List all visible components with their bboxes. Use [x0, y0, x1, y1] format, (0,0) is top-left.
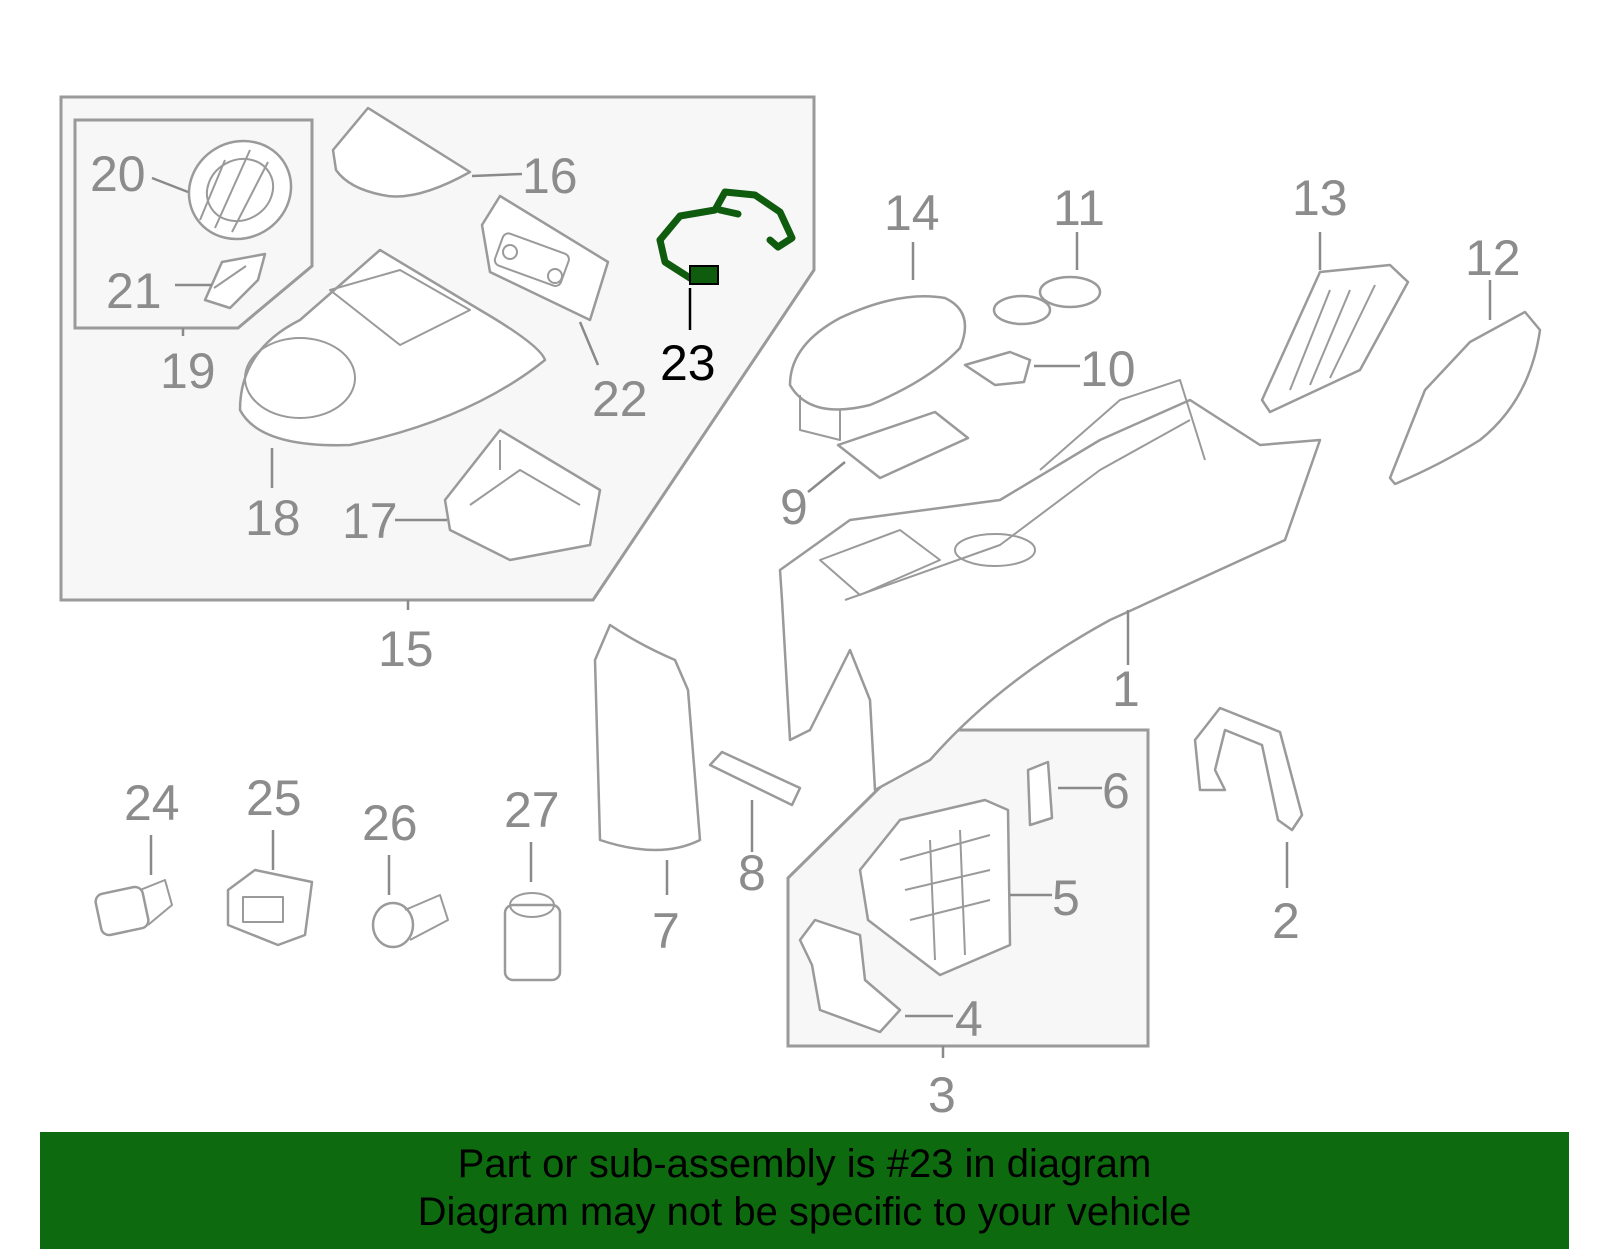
part-22-panel[interactable] — [480, 194, 610, 322]
part-6-clip[interactable] — [1026, 760, 1054, 827]
callout-7: 7 — [652, 903, 680, 959]
callout-5: 5 — [1052, 870, 1080, 926]
part-11-rings[interactable] — [992, 275, 1102, 326]
callout-24: 24 — [124, 775, 180, 831]
callout-15: 15 — [378, 621, 434, 677]
info-banner: Part or sub-assembly is #23 in diagram D… — [40, 1132, 1569, 1249]
callout-8: 8 — [738, 845, 766, 901]
callout-6: 6 — [1102, 763, 1130, 819]
callout-26: 26 — [362, 795, 418, 851]
part-20-bezel[interactable] — [171, 122, 309, 257]
callout-16: 16 — [522, 148, 578, 204]
part-1-console[interactable] — [778, 379, 1322, 792]
callout-14: 14 — [884, 185, 940, 241]
part-16-cover[interactable] — [331, 106, 472, 198]
callout-20: 20 — [90, 146, 146, 202]
part-4-bracket[interactable] — [798, 918, 902, 1034]
part-7-side-trim[interactable] — [593, 623, 702, 852]
part-27-switch[interactable] — [503, 892, 562, 982]
part-23-wiring-harness[interactable] — [656, 188, 796, 285]
callout-25: 25 — [246, 770, 302, 826]
callout-4: 4 — [955, 991, 983, 1047]
callout-11: 11 — [1053, 180, 1105, 236]
banner-line-1: Part or sub-assembly is #23 in diagram — [457, 1142, 1152, 1186]
callout-13: 13 — [1292, 170, 1348, 226]
callout-23: 23 — [660, 335, 716, 391]
callout-21: 21 — [106, 263, 162, 319]
callout-9: 9 — [780, 479, 808, 535]
callout-27: 27 — [504, 782, 560, 838]
part-25-switch[interactable] — [226, 868, 314, 947]
part-2-bracket[interactable] — [1193, 706, 1304, 832]
callout-19: 19 — [160, 343, 216, 399]
callout-3: 3 — [928, 1067, 956, 1123]
callout-17: 17 — [342, 493, 398, 549]
part-24-socket[interactable] — [94, 879, 173, 937]
banner-line-2: Diagram may not be specific to your vehi… — [417, 1190, 1192, 1234]
part-5-bin[interactable] — [858, 798, 1012, 977]
callout-22: 22 — [592, 371, 648, 427]
part-8-strip[interactable] — [708, 750, 802, 807]
callout-10: 10 — [1080, 341, 1136, 397]
part-18-upper-panel[interactable] — [238, 248, 547, 447]
callout-1: 1 — [1112, 661, 1140, 717]
callout-2: 2 — [1272, 893, 1300, 949]
part-17-bracket[interactable] — [443, 428, 602, 562]
leader-lines — [149, 172, 1492, 1058]
part-26-socket[interactable] — [371, 894, 449, 949]
part-14-armrest[interactable] — [788, 295, 967, 441]
part-12-side-panel[interactable] — [1388, 310, 1542, 486]
callout-18: 18 — [245, 490, 301, 546]
part-9-pad[interactable] — [836, 410, 970, 480]
part-13-trim[interactable] — [1260, 263, 1410, 414]
part-10-clip[interactable] — [963, 350, 1032, 387]
callout-12: 12 — [1465, 230, 1521, 286]
part-21-switch[interactable] — [203, 252, 267, 310]
